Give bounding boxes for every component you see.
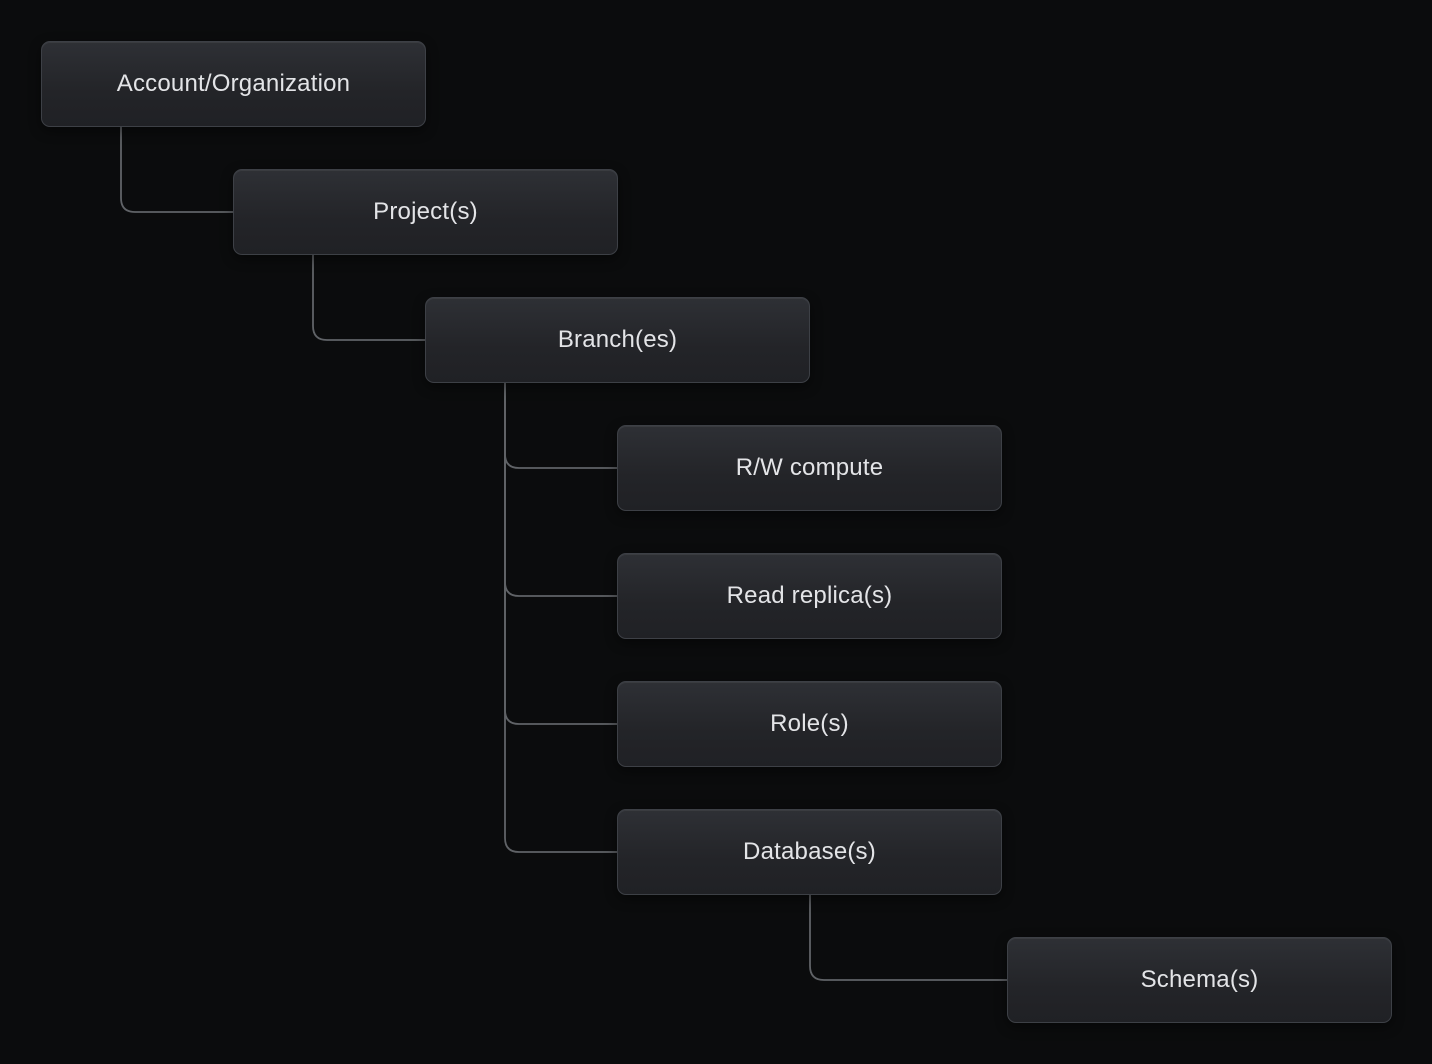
node-databases-label: Database(s) — [743, 838, 876, 865]
node-schemas-label: Schema(s) — [1140, 966, 1259, 993]
node-rw-compute-label: R/W compute — [735, 454, 884, 481]
connector-branches-to-databases — [504, 383, 617, 853]
node-read-replicas-label: Read replica(s) — [726, 582, 893, 609]
connector-databases-to-schemas — [809, 895, 1007, 981]
node-branches: Branch(es) — [425, 297, 810, 383]
node-databases: Database(s) — [617, 809, 1002, 895]
node-read-replicas: Read replica(s) — [617, 553, 1002, 639]
node-projects-label: Project(s) — [373, 198, 478, 225]
node-rw-compute: R/W compute — [617, 425, 1002, 511]
node-account-organization-label: Account/Organization — [116, 70, 351, 97]
node-schemas: Schema(s) — [1007, 937, 1392, 1023]
node-roles: Role(s) — [617, 681, 1002, 767]
connector-branches-to-rw-compute — [504, 383, 617, 469]
node-account-organization: Account/Organization — [41, 41, 426, 127]
connector-projects-to-branches — [312, 255, 425, 341]
node-roles-label: Role(s) — [770, 710, 849, 737]
connector-branches-to-roles — [504, 383, 617, 725]
node-projects: Project(s) — [233, 169, 618, 255]
connector-account-to-projects — [120, 127, 233, 213]
connector-branches-to-read-replicas — [504, 383, 617, 597]
node-branches-label: Branch(es) — [557, 326, 678, 353]
